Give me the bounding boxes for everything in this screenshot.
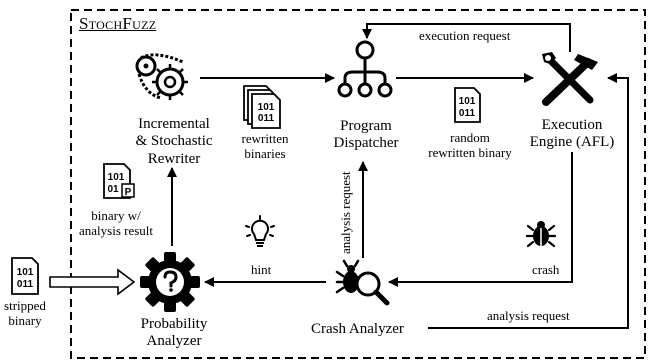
execution-request-label: execution request	[419, 28, 511, 43]
bug-icon	[525, 221, 557, 248]
binary-file-p-icon: 101 01 P	[103, 163, 135, 199]
hint-label: hint	[251, 262, 272, 277]
binary-w-analysis-label: binary w/ analysis result	[78, 208, 154, 238]
lightbulb-icon	[245, 215, 275, 247]
svg-text:101: 101	[17, 267, 34, 278]
crash-label: crash	[532, 262, 560, 277]
question-gear-icon	[140, 252, 200, 312]
svg-text:101: 101	[258, 102, 275, 113]
edge-input-hollow-arrow	[49, 268, 136, 296]
binary-files-stack-icon: 101 011	[243, 85, 281, 129]
engine-label: Execution Engine (AFL)	[529, 117, 615, 151]
gears-belt-icon	[135, 53, 188, 100]
crash-analyzer-label: Crash Analyzer	[311, 321, 404, 337]
edge-crash	[388, 152, 573, 287]
edge-analysis-request-bottom	[428, 73, 629, 329]
binary-file-icon: 101 011	[454, 87, 481, 123]
svg-text:011: 011	[459, 108, 476, 119]
svg-text:01: 01	[107, 184, 119, 195]
system-title: StochFuzz	[79, 14, 157, 33]
rewriter-label: Incremental & Stochastic Rewriter	[135, 116, 213, 167]
system-boundary	[70, 9, 646, 359]
svg-text:P: P	[125, 187, 132, 198]
rewritten-binaries-label: rewritten binaries	[241, 131, 289, 161]
tools-icon	[542, 52, 598, 106]
svg-text:011: 011	[258, 113, 275, 124]
edge-execution-request	[362, 23, 571, 52]
stripped-binary-icon: 101 011	[11, 257, 39, 295]
bug-magnifier-icon	[335, 259, 390, 306]
analysis-request-vertical-label: analysis request	[338, 171, 353, 254]
hub-icon	[337, 40, 393, 98]
dispatcher-label: Program Dispatcher	[333, 118, 399, 152]
random-rewritten-label: random rewritten binary	[428, 130, 512, 160]
svg-text:101: 101	[108, 172, 125, 183]
svg-text:011: 011	[17, 279, 34, 290]
stripped-binary-label: stripped binary	[4, 298, 46, 328]
analyzer-label: Probability Analyzer	[140, 316, 208, 350]
svg-text:101: 101	[459, 96, 476, 107]
analysis-request-bottom-label: analysis request	[487, 308, 570, 323]
